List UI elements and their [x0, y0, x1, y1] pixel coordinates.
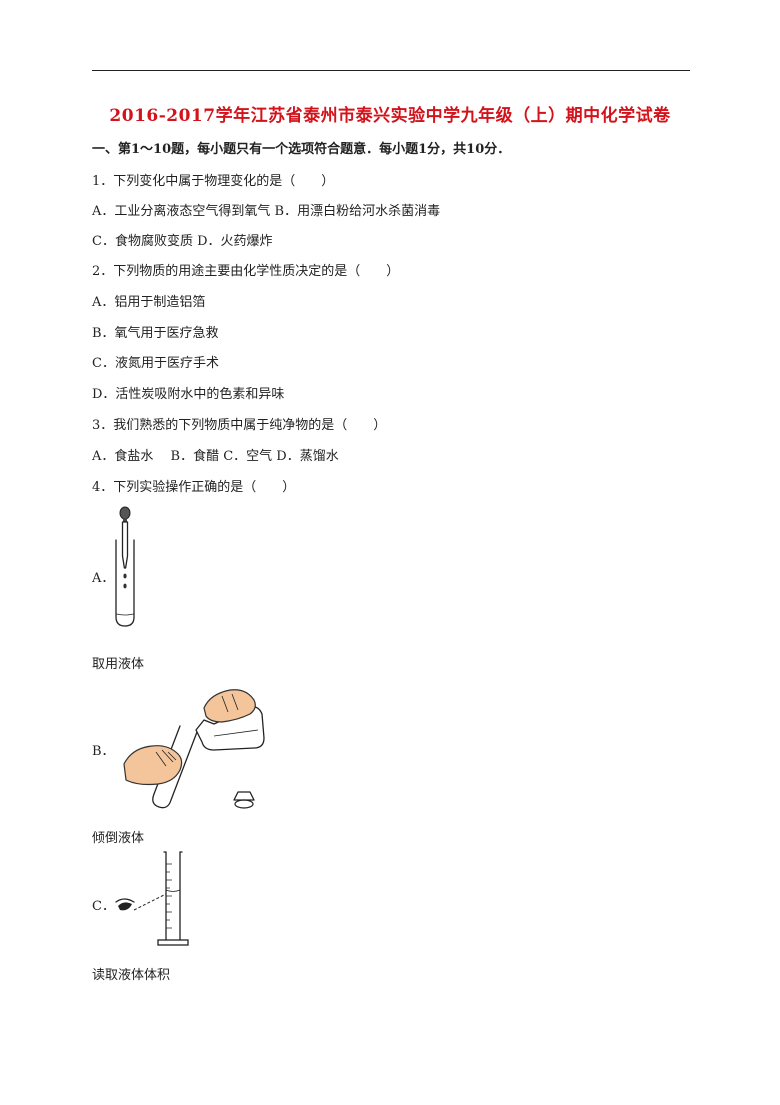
- q2-option-b: B．氧气用于医疗急救: [92, 326, 219, 341]
- q4-option-a-letter: A．: [92, 571, 115, 586]
- q1-options-line1: A．工业分离液态空气得到氧气 B．用漂白粉给河水杀菌消毒: [92, 204, 441, 219]
- header-rule: [92, 70, 690, 71]
- dropper-in-test-tube-figure: [115, 506, 135, 627]
- q3-options: A．食盐水 B．食醋 C．空气 D．蒸馏水: [92, 449, 339, 464]
- q2-option-d: D．活性炭吸附水中的色素和异味: [92, 387, 285, 402]
- q4-option-c-caption: 读取液体体积: [92, 968, 171, 983]
- q2-option-c: C．液氮用于医疗手术: [92, 356, 219, 371]
- q2-stem: 2．下列物质的用途主要由化学性质决定的是（ ）: [92, 264, 400, 279]
- q4-option-a-caption: 取用液体: [92, 657, 145, 672]
- q4-option-b-caption: 倾倒液体: [92, 831, 145, 846]
- q2-option-a: A．铝用于制造铝箔: [92, 295, 206, 310]
- q4-option-c-letter: C．: [92, 899, 115, 914]
- q1-options-line2: C．食物腐败变质 D．火药爆炸: [92, 234, 273, 249]
- q4-stem: 4．下列实验操作正确的是（ ）: [92, 480, 296, 495]
- exam-title: 2016-2017学年江苏省泰州市泰兴实验中学九年级（上）期中化学试卷: [109, 106, 671, 126]
- q3-stem: 3．我们熟悉的下列物质中属于纯净物的是（ ）: [92, 418, 387, 433]
- q1-stem: 1．下列变化中属于物理变化的是（ ）: [92, 174, 335, 189]
- q4-option-b-letter: B．: [92, 744, 115, 759]
- section-heading: 一、第1～10题，每小题只有一个选项符合题意．每小题1分，共10分．: [92, 142, 511, 157]
- pouring-liquid-figure: [123, 689, 265, 809]
- graduated-cylinder-reading-figure: [115, 851, 189, 946]
